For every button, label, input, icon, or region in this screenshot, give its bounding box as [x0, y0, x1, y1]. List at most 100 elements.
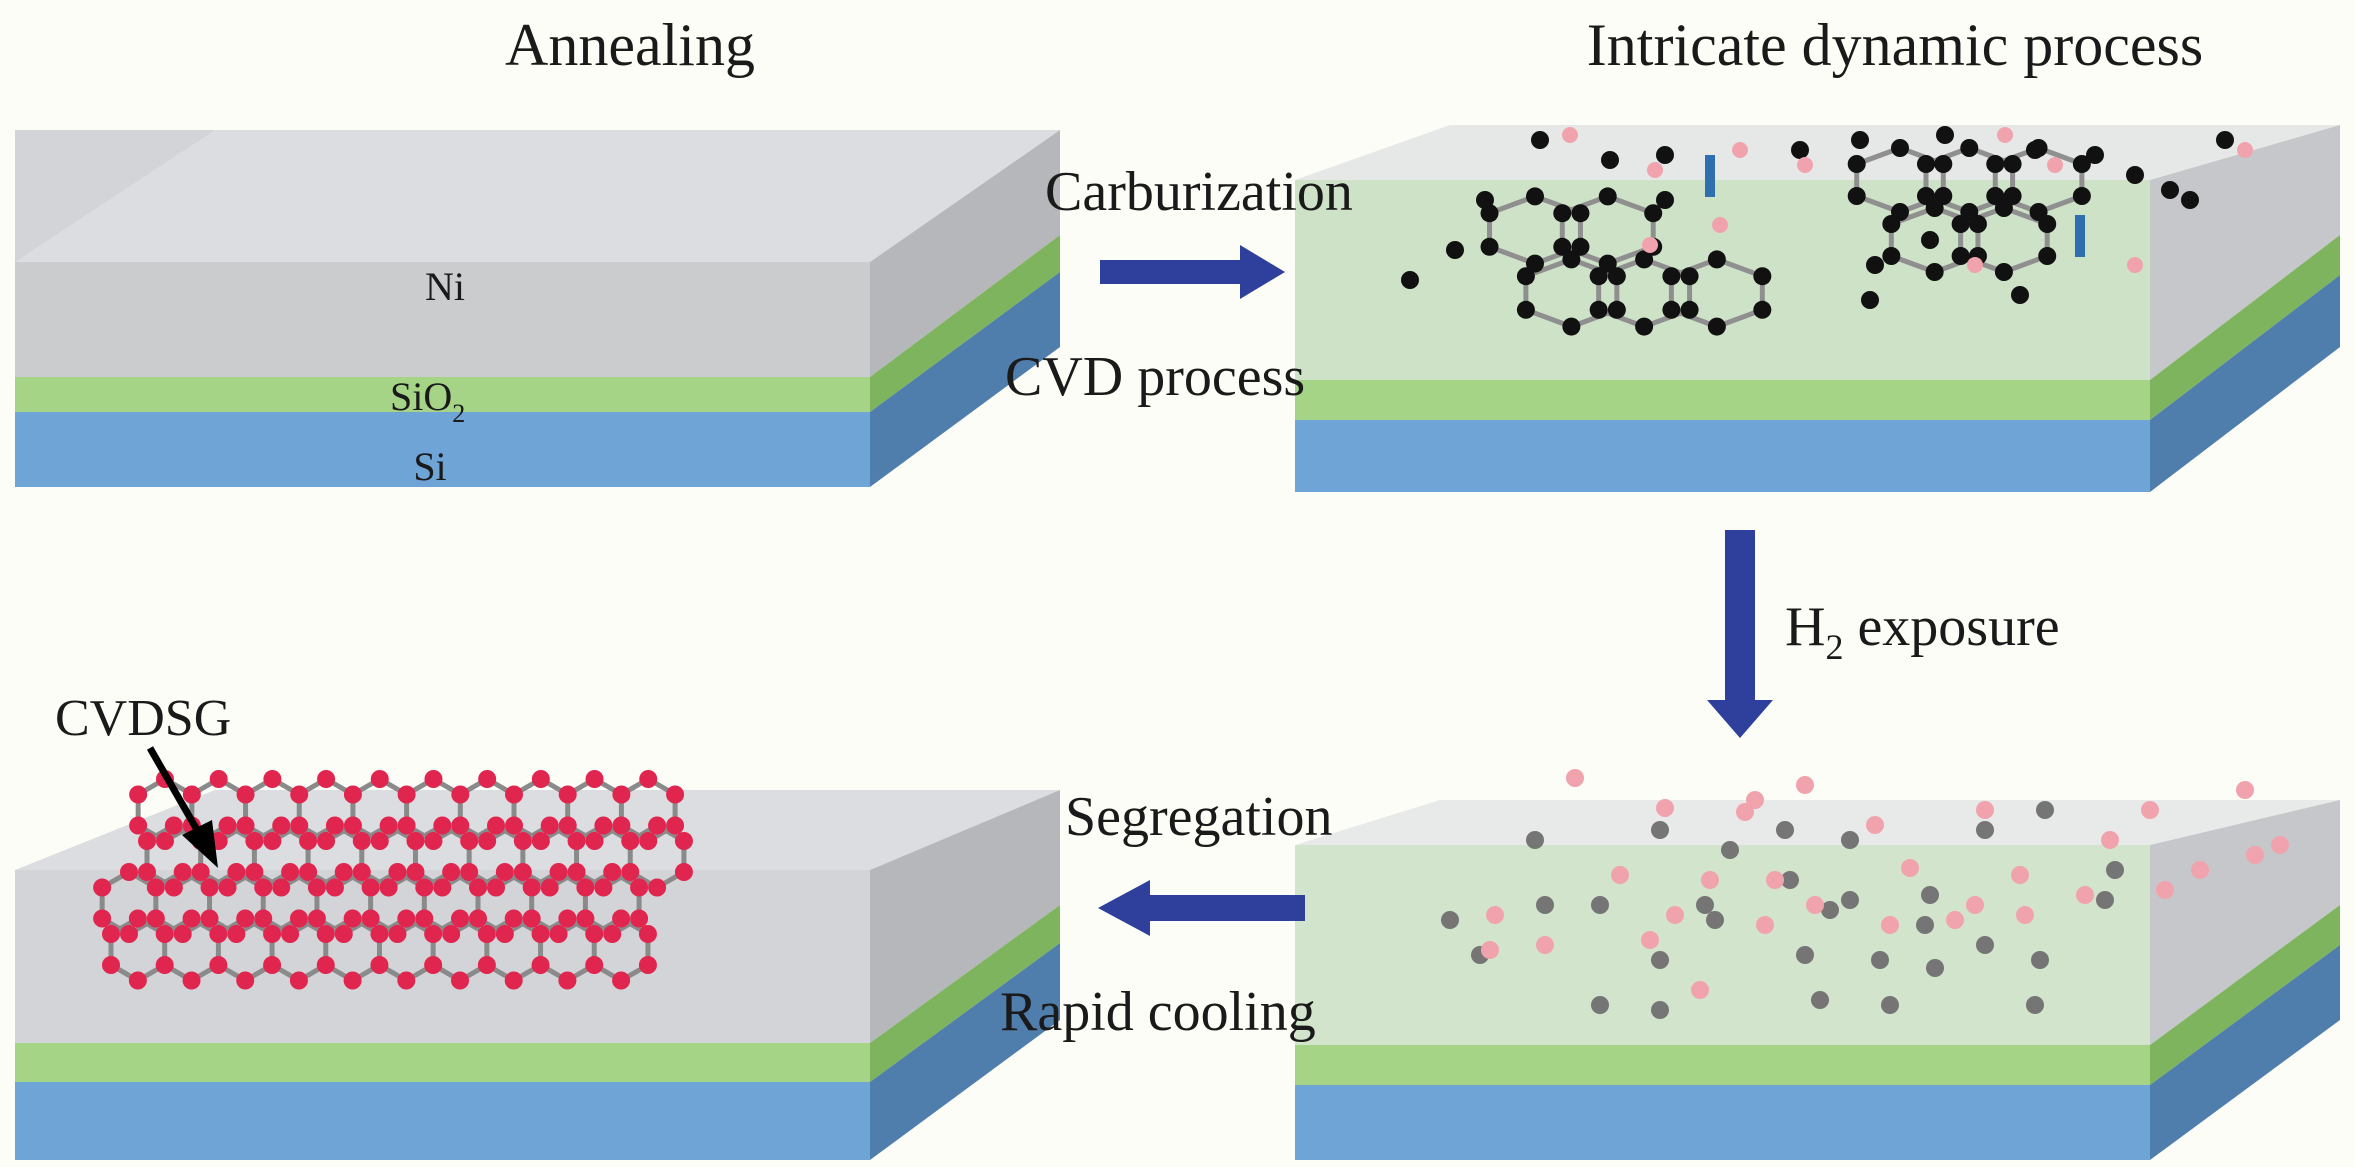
- carbon-atom-desorbed: [1712, 217, 1728, 233]
- carbon-atom: [209, 956, 228, 974]
- carbon-atom: [317, 832, 336, 850]
- carbon-atom: [164, 878, 183, 897]
- carbon-atom: [281, 863, 300, 881]
- carbon-atom: [406, 832, 425, 850]
- carbon-atom: [388, 925, 407, 943]
- carbon-atom: [1871, 951, 1889, 969]
- carbon-atom: [2216, 131, 2234, 149]
- carbon-atom-desorbed: [2237, 142, 2253, 158]
- carbon-atom: [2086, 146, 2104, 164]
- carbon-atom: [1651, 1001, 1669, 1019]
- carbon-atom-desorbed: [1611, 866, 1629, 884]
- carbon-atom: [2011, 286, 2029, 304]
- carbon-atom-desorbed: [1967, 257, 1983, 273]
- carbon-atom: [531, 925, 550, 943]
- label-h2-exposure: H2 exposure: [1785, 596, 2060, 667]
- carbon-atom: [433, 878, 452, 897]
- carbon-atom: [128, 909, 147, 928]
- carbon-atom: [1601, 151, 1619, 169]
- carbon-atom: [138, 863, 156, 881]
- carbon-atom: [272, 878, 291, 897]
- carbon-atoms-h2: [1441, 769, 2289, 1019]
- carbon-atom: [513, 863, 532, 881]
- carbon-atom: [549, 925, 568, 943]
- carbon-atom: [576, 909, 595, 928]
- carbon-atom: [558, 785, 577, 804]
- carbon-atom: [182, 785, 201, 804]
- carbon-atom: [522, 909, 541, 928]
- carbon-atom: [1976, 936, 1994, 954]
- carbon-atom: [2106, 861, 2124, 879]
- carbon-atom: [290, 816, 309, 835]
- layer-label-ni: Ni: [425, 264, 465, 309]
- carbon-atom: [558, 909, 577, 928]
- carbon-atom-desorbed: [1901, 859, 1919, 877]
- carbon-atom: [1706, 911, 1724, 929]
- callout-cvdsg: CVDSG: [55, 690, 231, 747]
- carbon-atom: [451, 816, 470, 835]
- carbon-atom: [200, 878, 219, 897]
- carbon-atom: [325, 878, 344, 897]
- carbon-atom: [397, 816, 416, 835]
- carbon-atom: [289, 971, 308, 990]
- carbon-atom: [1721, 841, 1739, 859]
- carbon-atom: [343, 909, 362, 928]
- carbon-atom: [209, 925, 228, 943]
- carbon-atom: [424, 956, 443, 974]
- carbon-atom: [334, 863, 353, 881]
- carbon-atom: [540, 878, 559, 897]
- carbon-atom: [1644, 204, 1663, 223]
- carbon-atom: [567, 832, 586, 850]
- carbon-atom: [155, 925, 174, 943]
- carbon-atom: [164, 816, 183, 835]
- carbon-atom-desorbed: [2271, 836, 2289, 854]
- carbon-atom: [236, 971, 255, 990]
- arrow-right: [1100, 245, 1285, 299]
- title-annealing: Annealing: [505, 12, 755, 78]
- carbon-atom: [639, 770, 658, 788]
- carbon-atom: [1861, 291, 1879, 309]
- diffusion-arrows: [1705, 155, 2085, 257]
- carbon-atom: [2038, 247, 2057, 265]
- carbon-atom-desorbed: [1976, 801, 1994, 819]
- carbon-atom: [218, 816, 237, 835]
- carbon-atom: [334, 925, 353, 943]
- carbon-atom: [603, 863, 622, 881]
- carbon-atom: [1589, 300, 1608, 319]
- carbon-atom: [585, 956, 604, 974]
- carbon-atom: [505, 816, 524, 835]
- panel-dynamic: Intricate dynamic process: [1295, 12, 2340, 492]
- carbon-atom: [263, 832, 282, 850]
- carbon-atom: [594, 878, 613, 897]
- carbon-atom: [1881, 996, 1899, 1014]
- carbon-atom-desorbed: [2246, 846, 2264, 864]
- carbon-atom: [1607, 267, 1626, 286]
- carbon-atom: [1651, 821, 1669, 839]
- callout-arrow: [146, 746, 218, 868]
- carbon-atom: [1651, 951, 1669, 969]
- carbon-atom: [1926, 959, 1944, 977]
- carbon-atom: [182, 909, 201, 928]
- carbon-atom: [585, 832, 604, 850]
- title-dynamic: Intricate dynamic process: [1587, 12, 2203, 78]
- carbon-atom: [442, 863, 461, 881]
- carbon-atom: [2036, 801, 2054, 819]
- carbon-atom: [1516, 267, 1535, 286]
- carbon-atom: [379, 878, 398, 897]
- carbon-atom: [1598, 187, 1617, 206]
- carbon-atom: [478, 770, 497, 788]
- carbon-atom: [469, 878, 488, 897]
- carbon-atom: [531, 770, 550, 788]
- carbon-atom: [1866, 256, 1884, 274]
- carbon-atom: [263, 956, 282, 974]
- label-carburization: Carburization: [1045, 161, 1353, 223]
- substrate-h2: [1295, 800, 2340, 1160]
- carbon-atom: [1635, 250, 1654, 269]
- carbon-atom: [558, 971, 577, 990]
- label-segregation: Segregation: [1065, 786, 1332, 848]
- carbon-atom-desorbed: [1641, 931, 1659, 949]
- carbon-atom: [129, 816, 148, 835]
- carbon-atom: [1635, 317, 1654, 336]
- carbon-atom: [1976, 821, 1994, 839]
- carbon-atom: [289, 909, 308, 928]
